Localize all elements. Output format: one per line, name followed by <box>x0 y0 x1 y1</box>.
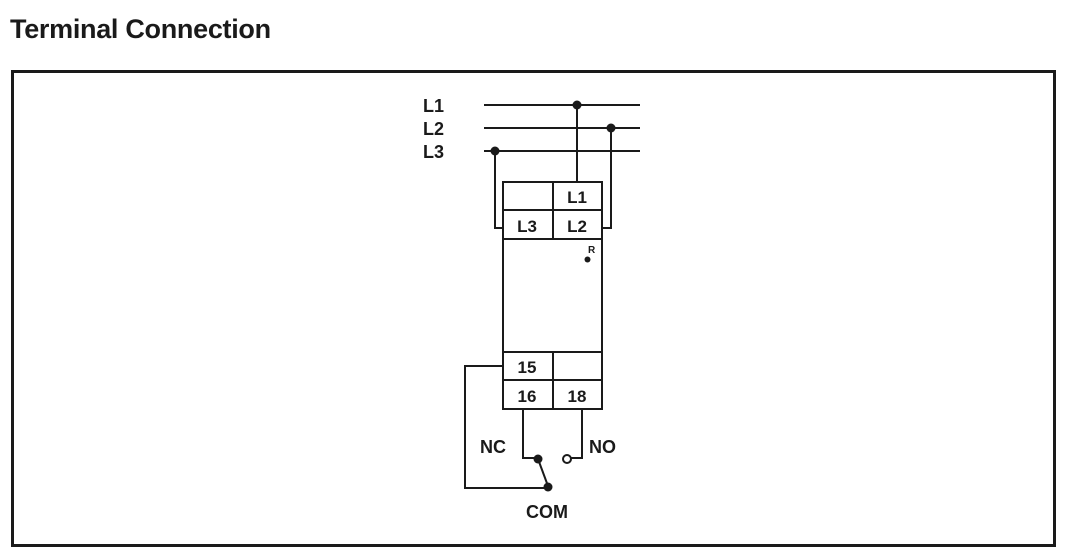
wire-16-nc <box>522 409 537 459</box>
contact-label-no: NO <box>589 437 616 457</box>
junction-dot-l1 <box>572 100 582 110</box>
line-label-l2: L2 <box>423 119 444 139</box>
phase-lines <box>484 104 640 152</box>
terminal-16: 16 <box>518 387 537 406</box>
nc-contact-dot <box>533 454 543 464</box>
wire-18-no <box>569 409 583 459</box>
wire-l3 <box>494 151 503 229</box>
contact-wires <box>464 365 583 489</box>
no-contact-open <box>562 454 572 464</box>
junction-dot-l3 <box>490 146 500 156</box>
terminal-l3: L3 <box>517 217 537 236</box>
contact-label-nc: NC <box>480 437 506 457</box>
diagram-frame <box>11 70 1056 547</box>
junction-dot-l2 <box>606 123 616 133</box>
page-title: Terminal Connection <box>10 14 271 44</box>
wire-l2 <box>602 128 612 229</box>
contact-label-com: COM <box>526 502 568 522</box>
com-contact-dot <box>543 482 553 492</box>
line-label-l1: L1 <box>423 96 444 116</box>
switch-blade <box>537 458 549 487</box>
wire-15-to-com <box>464 365 546 489</box>
indicator-label-r: R <box>588 245 596 256</box>
terminal-18: 18 <box>568 387 587 406</box>
terminal-15: 15 <box>518 358 537 377</box>
indicator-led <box>584 256 591 263</box>
terminal-l1: L1 <box>567 188 587 207</box>
supply-wires <box>494 105 612 229</box>
line-label-l3: L3 <box>423 142 444 162</box>
relay-module <box>502 181 603 410</box>
terminal-l2: L2 <box>567 217 587 236</box>
